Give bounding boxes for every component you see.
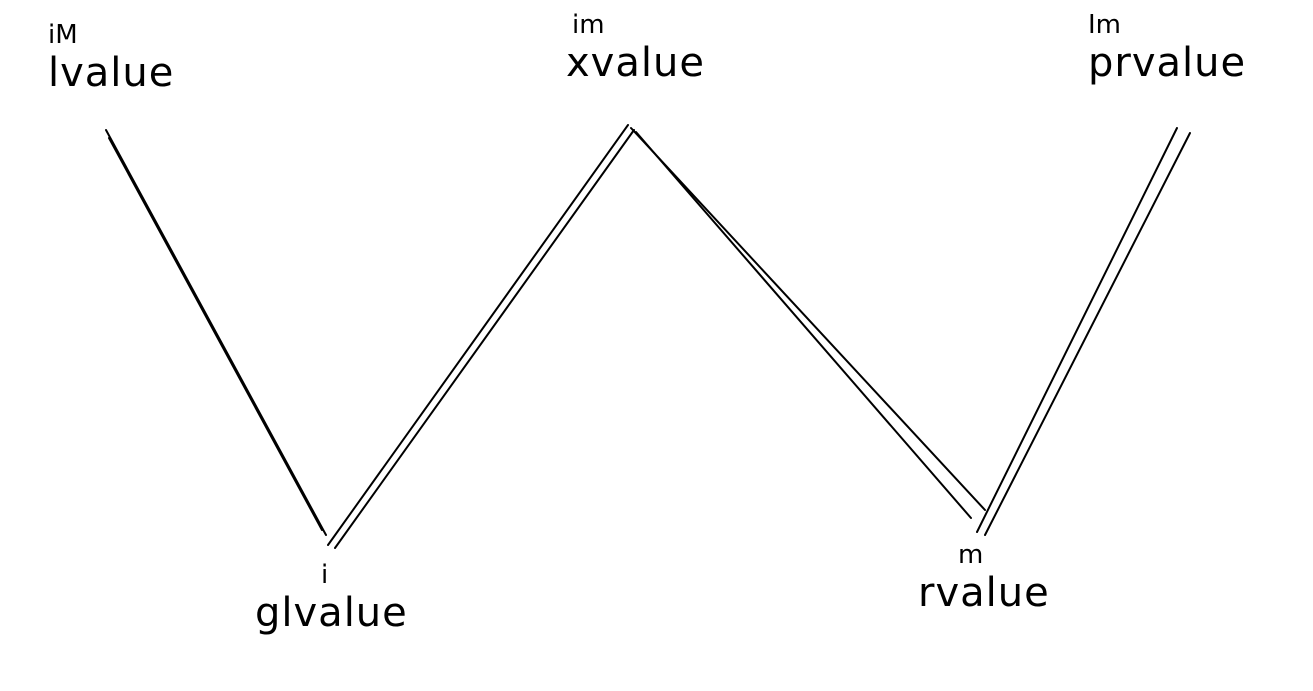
node-glvalue: i glvalue	[255, 560, 408, 636]
node-rvalue: m rvalue	[918, 540, 1050, 616]
rvalue-label: rvalue	[918, 570, 1050, 616]
glvalue-properties: i	[321, 560, 329, 590]
edge-glvalue-lvalue	[105, 129, 327, 536]
lvalue-label: lvalue	[48, 50, 175, 96]
xvalue-label: xvalue	[566, 40, 705, 86]
xvalue-properties: im	[572, 10, 605, 40]
rvalue-properties: m	[958, 540, 984, 570]
edge-glvalue-xvalue	[327, 124, 635, 549]
node-xvalue: im xvalue	[566, 10, 705, 86]
edge-rvalue-xvalue	[630, 127, 986, 519]
edge-rvalue-prvalue	[976, 127, 1191, 536]
prvalue-properties: Im	[1088, 10, 1121, 40]
prvalue-label: prvalue	[1088, 40, 1247, 86]
lvalue-properties: iM	[48, 20, 78, 50]
node-lvalue: iM lvalue	[48, 20, 174, 96]
node-prvalue: Im prvalue	[1088, 10, 1246, 86]
glvalue-label: glvalue	[255, 590, 408, 636]
